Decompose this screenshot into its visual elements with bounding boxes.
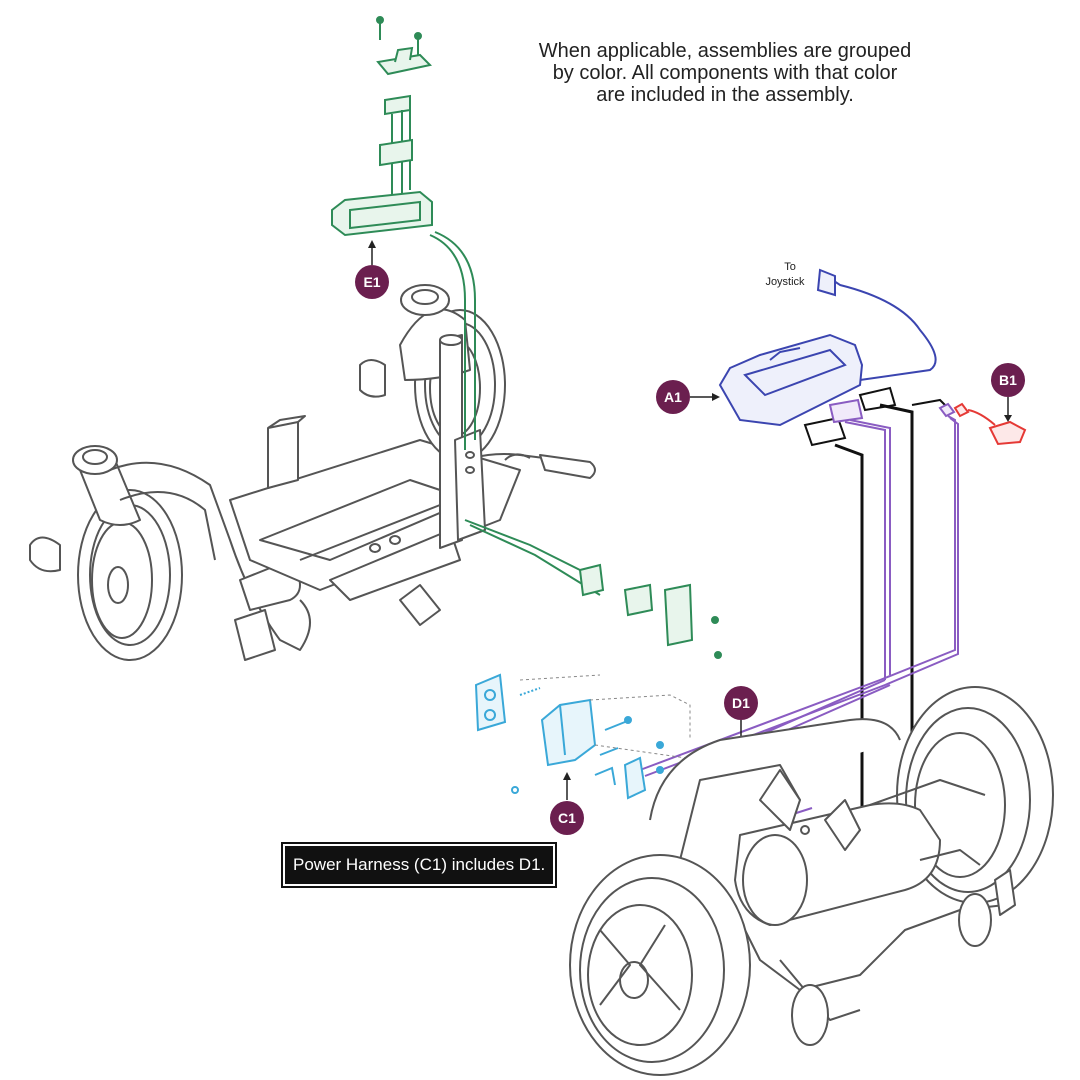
badge-e1: E1 — [355, 240, 389, 299]
power-harness-assembly — [474, 673, 664, 800]
assembly-color-note: When applicable, assemblies are grouped … — [538, 40, 912, 106]
svg-text:C1: C1 — [558, 810, 576, 826]
svg-text:B1: B1 — [999, 372, 1017, 388]
red-harness-assembly — [953, 402, 1027, 446]
controller — [718, 333, 864, 427]
tiller-console — [331, 190, 433, 237]
power-harness-callout: Power Harness (C1) includes D1. — [280, 842, 558, 888]
svg-text:E1: E1 — [363, 274, 380, 290]
rear-left-wheel — [569, 854, 751, 1076]
svg-text:D1: D1 — [732, 695, 750, 711]
badge-a1: A1 — [656, 380, 720, 414]
dashed-guides — [519, 674, 701, 761]
badge-b1: B1 — [991, 363, 1025, 422]
badge-c1: C1 — [550, 772, 584, 835]
green-bracket — [663, 583, 694, 647]
front-chassis — [29, 284, 596, 661]
controller-assembly — [718, 268, 937, 427]
red-module — [988, 420, 1027, 446]
svg-text:A1: A1 — [664, 389, 682, 405]
cyan-bracket — [474, 673, 507, 732]
to-label-line2: Joystick — [765, 276, 805, 288]
rear-drive-assembly — [569, 686, 1054, 1076]
purple-harness — [639, 398, 959, 846]
tiller-harness-assembly — [331, 16, 722, 659]
cyan-box — [540, 698, 597, 767]
to-label-line1: To — [784, 261, 796, 273]
